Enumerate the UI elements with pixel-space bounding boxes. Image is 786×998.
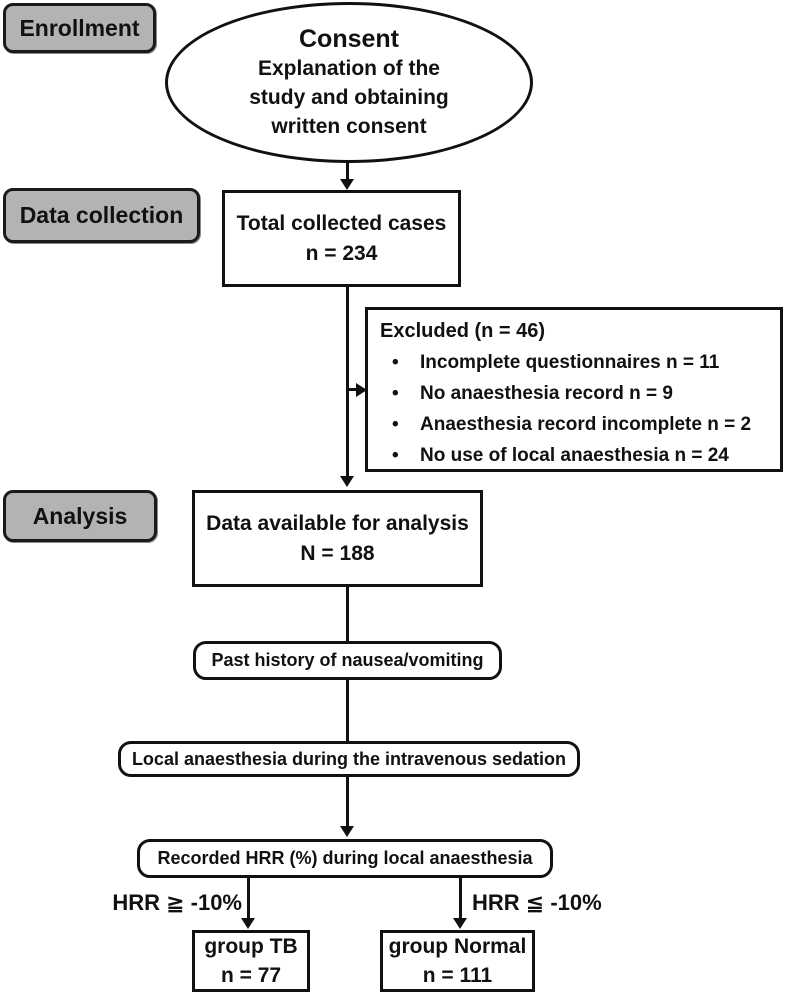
excluded-box: Excluded (n = 46) Incomplete questionnai…: [365, 307, 783, 472]
arrowhead-total-available: [340, 476, 354, 487]
past-history-box: Past history of nausea/vomiting: [193, 641, 502, 680]
connector-branch-normal: [459, 878, 462, 920]
group-normal-box: group Normal n = 111: [380, 930, 535, 992]
branch-left-label: HRR ≧ -10%: [112, 890, 242, 915]
consent-title: Consent: [299, 25, 399, 53]
available-box: Data available for analysis N = 188: [192, 490, 483, 587]
consent-ellipse: Consent Explanation of the study and obt…: [165, 2, 533, 163]
branch-right-label: HRR ≦ -10%: [472, 890, 602, 915]
connector-branch-tb: [247, 878, 250, 920]
arrowhead-consent-total: [340, 179, 354, 190]
excluded-item: Anaesthesia record incomplete n = 2: [380, 409, 772, 440]
arrowhead-local-recorded: [340, 826, 354, 837]
stage-label-analysis: Analysis: [3, 490, 157, 542]
connector-past-local: [346, 678, 349, 743]
arrowhead-branch-tb: [241, 918, 255, 929]
local-anaesthesia-box: Local anaesthesia during the intravenous…: [118, 741, 580, 777]
connector-local-recorded: [346, 775, 349, 828]
excluded-title: Excluded (n = 46): [380, 320, 546, 342]
stage-label-data-collection: Data collection: [3, 188, 200, 243]
group-tb-box: group TB n = 77: [192, 930, 310, 992]
arrowhead-branch-normal: [453, 918, 467, 929]
recorded-hrr-box: Recorded HRR (%) during local anaesthesi…: [137, 839, 553, 878]
total-cases-box: Total collected cases n = 234: [222, 190, 461, 287]
consent-body: Explanation of the study and obtaining w…: [249, 57, 449, 138]
excluded-item: No use of local anaesthesia n = 24: [380, 440, 772, 471]
excluded-item: No anaesthesia record n = 9: [380, 378, 772, 409]
connector-available-past: [346, 587, 349, 643]
arrowhead-branch-excluded: [356, 383, 367, 397]
connector-total-available: [346, 287, 349, 478]
connector-branch-excluded: [348, 388, 359, 391]
excluded-list: Incomplete questionnaires n = 11No anaes…: [380, 347, 772, 471]
excluded-item: Incomplete questionnaires n = 11: [380, 347, 772, 378]
connector-consent-total: [346, 161, 349, 181]
stage-label-enrollment: Enrollment: [3, 3, 156, 53]
